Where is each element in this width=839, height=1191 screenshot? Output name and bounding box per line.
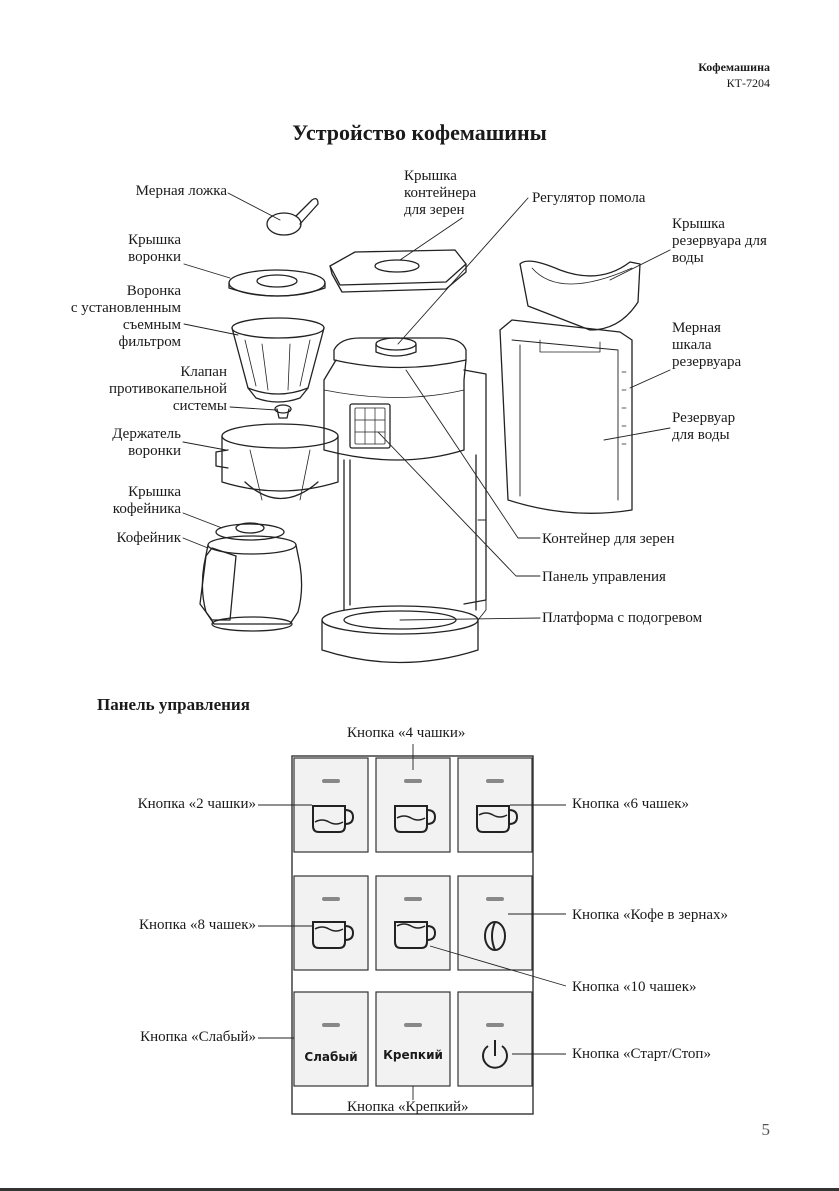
cup-icon	[476, 805, 519, 833]
funnel-holder-drawing	[215, 423, 339, 501]
label-pot: Кофейник	[116, 530, 181, 546]
part-leader-lines	[182, 192, 671, 621]
label-grind: Регулятор помола	[532, 190, 646, 206]
measuring-spoon-drawing	[266, 198, 319, 236]
btn-weak	[293, 991, 369, 1087]
coffee-machine-illustration	[182, 192, 671, 664]
label-btn-beans: Кнопка «Кофе в зернах»	[572, 907, 729, 923]
cup-icons	[312, 805, 519, 1069]
weak-button-face: Слабый	[304, 1050, 358, 1064]
btn-strong	[375, 991, 451, 1087]
label-btn-10: Кнопка «10 чашек»	[572, 979, 697, 995]
valve-drawing	[274, 404, 292, 419]
machine-body-drawing	[321, 337, 487, 664]
label-control-panel: Панель управления	[542, 569, 666, 585]
power-icon	[482, 1040, 508, 1069]
label-bean-container: Контейнер для зерен	[542, 531, 675, 547]
pot-lid-drawing	[215, 522, 285, 541]
cup-icon	[394, 805, 437, 833]
strong-button-face: Крепкий	[383, 1048, 443, 1062]
page-title: Устройство кофемашины	[292, 120, 547, 145]
label-btn-4: Кнопка «4 чашки»	[347, 725, 466, 741]
header-brand: Кофемашина	[698, 60, 770, 74]
header-model: КТ-7204	[726, 76, 770, 90]
cup-icon	[394, 921, 437, 949]
tank-lid-drawing	[519, 260, 641, 331]
water-tank-drawing	[499, 319, 633, 514]
funnel-drawing	[231, 317, 325, 403]
label-btn-strong: Кнопка «Крепкий»	[347, 1099, 469, 1115]
btn-start	[457, 991, 533, 1087]
funnel-lid-drawing	[228, 269, 326, 297]
label-btn-2: Кнопка «2 чашки»	[137, 796, 256, 812]
bottom-rule	[0, 1188, 839, 1191]
label-btn-6: Кнопка «6 чашек»	[572, 796, 689, 812]
panel-section-title: Панель управления	[97, 695, 250, 714]
cup-icon	[312, 921, 355, 949]
cup-icon	[312, 805, 355, 833]
bean-lid-drawing	[329, 249, 467, 293]
page-number: 5	[761, 1120, 771, 1139]
label-spoon: Мерная ложка	[135, 183, 227, 199]
button-leader-lines	[258, 744, 567, 1100]
label-btn-8: Кнопка «8 чашек»	[139, 917, 256, 933]
coffee-bean-icon	[484, 921, 506, 951]
label-btn-start: Кнопка «Старт/Стоп»	[572, 1046, 711, 1062]
label-btn-weak: Кнопка «Слабый»	[140, 1029, 256, 1045]
label-hotplate: Платформа с подогревом	[542, 610, 703, 626]
coffee-pot-drawing	[199, 535, 303, 632]
